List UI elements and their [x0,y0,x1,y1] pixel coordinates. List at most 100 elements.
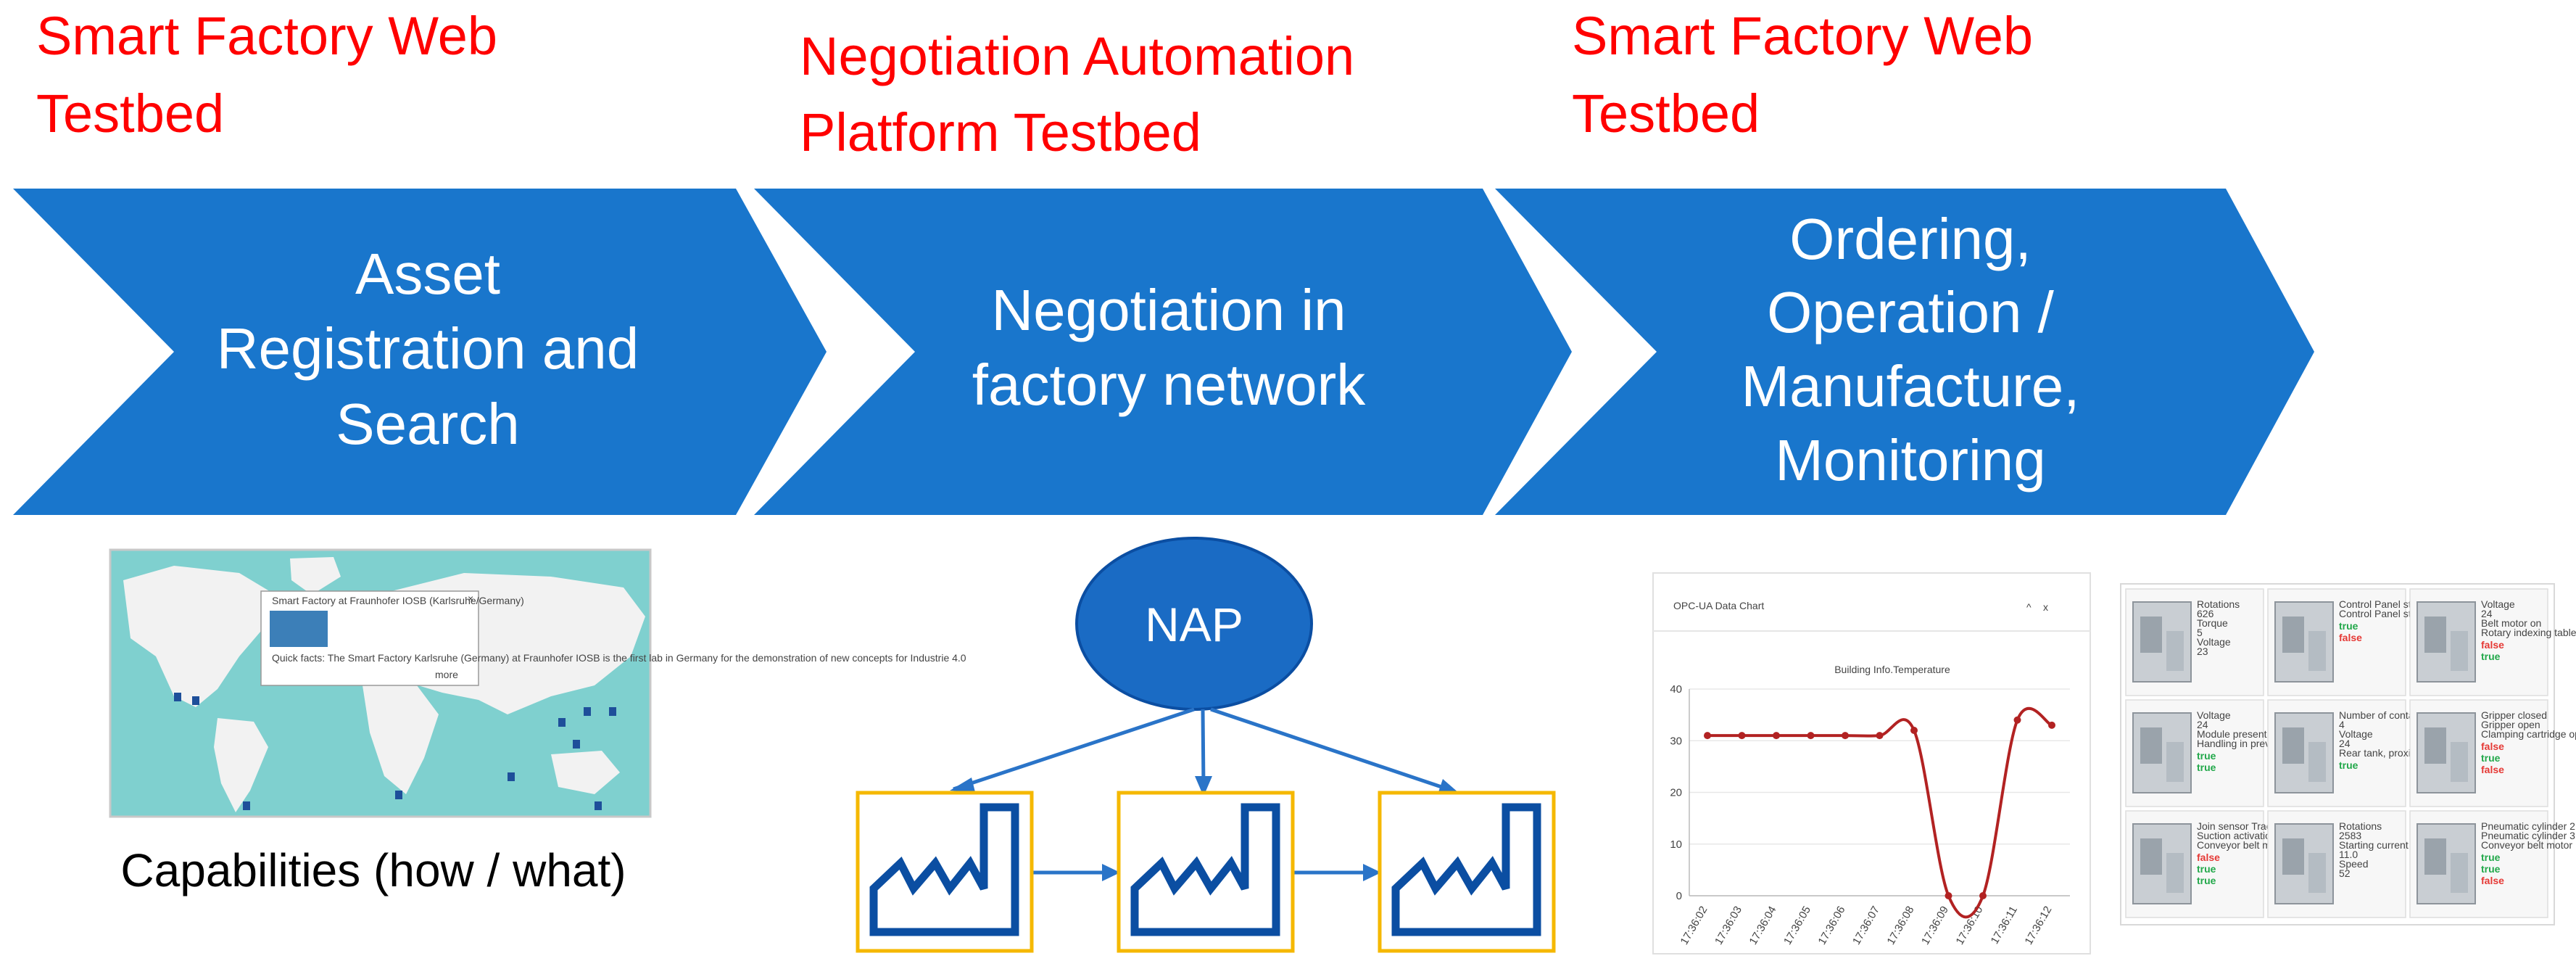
status-value: true [2481,651,2501,662]
status-value: true [2197,875,2216,886]
cell-text: Rotary indexing table positioned [2481,627,2576,638]
machine-image-detail [2282,727,2304,764]
y-tick-label: 10 [1670,838,1682,851]
stage-2-title-line2: Platform Testbed [800,102,1201,162]
data-point[interactable] [1945,892,1952,899]
map-marker-icon[interactable] [192,696,199,705]
map-caption: Capabilities (how / what) [120,844,626,896]
status-value: true [2481,852,2501,863]
machine-image-detail [2308,853,2326,893]
data-point[interactable] [1979,892,1987,899]
cell-text: Pneumatic cylinder 3 neo gripper up [2481,830,2576,841]
cell-text: Conveyor belt motor 1 [2481,839,2576,851]
map-popup: Smart Factory at Fraunhofer IOSB (Karlsr… [260,590,966,686]
world-map-thumbnail: Smart Factory at Fraunhofer IOSB (Karlsr… [109,548,966,818]
dashboard-cell[interactable]: Pneumatic cylinder 2 neo gripper downPne… [2409,810,2576,918]
arrowhead [1195,776,1212,796]
arrowhead [950,778,975,792]
cell-text: Clamping cartridge open [2481,728,2576,740]
chart-title: Building Info.Temperature [1834,664,1950,675]
data-point[interactable] [1876,732,1884,740]
stage-1-title-line1: Smart Factory Web [36,6,497,66]
cell-text: Rotations [2339,820,2382,832]
chart-panel-title: OPC-UA Data Chart [1673,600,1764,611]
map-popup-image [270,611,328,647]
data-point[interactable] [1738,732,1746,740]
machine-image-detail [2140,727,2162,764]
map-marker-icon[interactable] [395,791,402,799]
cell-text: Voltage [2197,709,2231,721]
map-marker-icon[interactable] [243,801,250,810]
factory-icon [869,803,1019,936]
cell-text: Belt motor on [2481,617,2541,629]
stage-3-title-line2: Testbed [1572,83,1760,144]
status-value: true [2197,762,2216,773]
cell-text: 11.0 [2339,849,2358,860]
machine-image-detail [2424,617,2446,653]
data-point[interactable] [1773,732,1780,740]
status-value: true [2339,620,2358,632]
cell-text: Voltage [2339,728,2373,740]
cell-text: Voltage [2197,636,2231,648]
opcua-chart-panel: OPC-UA Data Chart ^ x Building Info.Temp… [1652,572,2091,954]
map-marker-icon[interactable] [558,718,566,727]
cell-text: 24 [2481,608,2493,619]
map-marker-icon[interactable] [595,801,602,810]
status-value: false [2481,875,2504,886]
status-value: false [2481,741,2504,752]
nap-diagram: NAP [856,537,1556,953]
cell-text: 52 [2339,867,2351,879]
chevron-3-line-4: Monitoring [1775,428,2046,492]
cell-text: 2583 [2339,830,2361,841]
chevron-1-line-1: Asset [355,242,500,306]
cell-text: 23 [2197,646,2208,657]
map-marker-icon[interactable] [584,707,591,716]
cell-text: Rotations [2197,598,2240,610]
data-point[interactable] [1842,732,1849,740]
arrowhead [1363,864,1381,881]
map-marker-icon[interactable] [609,707,616,716]
chevron-stage-3 [1495,189,2314,515]
chevron-2-line-1: Negotiation in [991,278,1346,342]
status-value: true [2481,752,2501,764]
machine-image-detail [2282,838,2304,875]
machine-image-detail [2451,853,2468,893]
cell-text: 626 [2197,608,2214,619]
factory-icon [1391,803,1541,936]
map-popup-more-link[interactable]: more [435,669,458,680]
factory-box-1 [856,791,1034,953]
close-icon[interactable]: x [2043,601,2048,613]
map-greenland [290,557,341,595]
data-point[interactable] [2048,721,2055,729]
chevron-3-line-3: Manufacture, [1742,354,2080,418]
arrow-nap-factory-2 [1201,709,1206,788]
chevron-1-line-3: Search [336,392,519,456]
close-icon[interactable]: × [468,593,473,604]
arrowhead [1438,779,1459,794]
chevron-stage-2 [754,189,1572,515]
data-point[interactable] [1910,727,1918,734]
factory-box-3 [1378,791,1556,953]
status-value: true [2481,863,2501,875]
data-point[interactable] [1807,732,1815,740]
machine-image-detail [2308,742,2326,782]
map-south-america [214,718,268,812]
cell-text: Starting current [2339,839,2409,851]
map-marker-icon[interactable] [508,772,515,781]
map-marker-icon[interactable] [174,693,181,701]
map-marker-icon[interactable] [573,740,580,749]
map-popup-body: Quick facts: The Smart Factory Karlsruhe… [272,652,966,664]
data-point[interactable] [1704,732,1711,740]
data-point[interactable] [2013,716,2021,724]
y-tick-label: 30 [1670,735,1682,747]
machine-image-detail [2424,838,2446,875]
collapse-icon[interactable]: ^ [2026,601,2032,613]
